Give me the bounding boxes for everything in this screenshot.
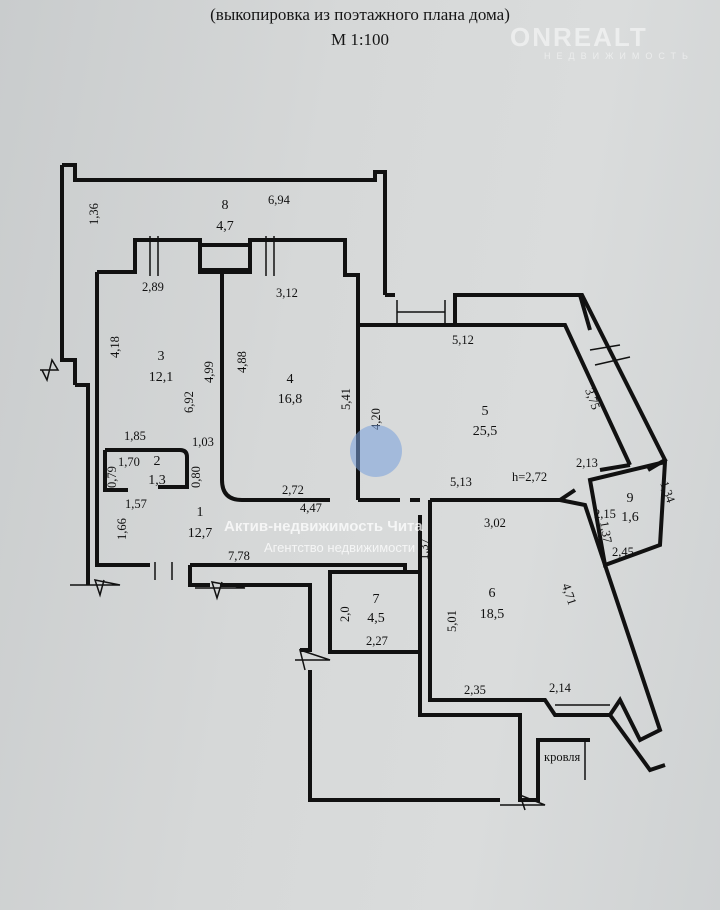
room-7-number: 7 bbox=[373, 592, 380, 607]
room-8-number: 8 bbox=[222, 198, 229, 213]
plan-subtitle: (выкопировка из поэтажного плана дома) bbox=[210, 5, 510, 24]
room-3-area: 12,1 bbox=[149, 370, 174, 385]
dim: 1,37 bbox=[597, 520, 615, 544]
dim: 2,72 bbox=[282, 483, 304, 497]
dim: 2,89 bbox=[142, 280, 164, 294]
watermark-sub: НЕДВИЖИМОСТЬ bbox=[544, 51, 694, 61]
break-lines bbox=[40, 358, 586, 811]
dim: 6,94 bbox=[268, 193, 291, 207]
dim: 4,18 bbox=[108, 336, 122, 358]
room-5-number: 5 bbox=[482, 404, 489, 419]
roof-label: кровля bbox=[544, 750, 581, 764]
dim: 5,41 bbox=[339, 388, 353, 410]
dim: 0,79 bbox=[105, 466, 119, 488]
dim: 1,03 bbox=[192, 435, 214, 449]
room-4-number: 4 bbox=[287, 372, 294, 387]
walls bbox=[60, 163, 668, 802]
dim: 2,13 bbox=[576, 456, 598, 470]
room-2-number: 2 bbox=[154, 454, 161, 469]
touch-indicator bbox=[350, 425, 402, 477]
dim: 1,57 bbox=[125, 497, 147, 511]
dim: 4,20 bbox=[369, 408, 383, 430]
dim: 6,92 bbox=[182, 391, 196, 413]
room-3-number: 3 bbox=[158, 349, 165, 364]
dim: 3,12 bbox=[276, 286, 298, 300]
dim: 2,45 bbox=[612, 545, 634, 559]
dim: 4,99 bbox=[202, 361, 216, 383]
watermark-brand: ONREALT bbox=[510, 22, 648, 52]
room-9-area: 1,6 bbox=[621, 510, 639, 525]
windows bbox=[149, 236, 631, 706]
dim: 5,12 bbox=[452, 333, 474, 347]
dim: 0,80 bbox=[189, 466, 203, 488]
dim: 2,35 bbox=[464, 683, 486, 697]
dimension-labels: 1,36 6,94 2,89 3,12 4,18 6,92 4,99 4,88 … bbox=[87, 193, 678, 764]
agency-tagline: Агентство недвижимости bbox=[264, 540, 415, 555]
room-1-area: 12,7 bbox=[188, 526, 213, 541]
dim: 1,70 bbox=[118, 455, 140, 469]
room-5-area: 25,5 bbox=[473, 424, 498, 439]
room-7-area: 4,5 bbox=[367, 611, 385, 626]
room-9-number: 9 bbox=[627, 491, 634, 506]
dim: 4,71 bbox=[559, 582, 579, 607]
dim: 1,85 bbox=[124, 429, 146, 443]
dim: 2,27 bbox=[366, 634, 388, 648]
room-4-area: 16,8 bbox=[278, 392, 303, 407]
dim: 2,15 bbox=[594, 507, 616, 521]
dim: 1,37 bbox=[417, 538, 431, 560]
dim: 1,66 bbox=[115, 518, 129, 540]
room-1-number: 1 bbox=[197, 505, 204, 520]
plan-scale: М 1:100 bbox=[330, 30, 390, 49]
dim: 2,14 bbox=[549, 681, 572, 695]
agency-watermark: Актив-недвижимость Чита bbox=[224, 518, 423, 535]
room-8-area: 4,7 bbox=[216, 219, 234, 234]
dim: 5,01 bbox=[445, 610, 459, 632]
dim: 4,88 bbox=[235, 351, 249, 373]
room-labels: 3 12,1 4 16,8 5 25,5 1 12,7 2 1,3 6 18,5… bbox=[148, 198, 639, 626]
dim: 1,36 bbox=[87, 203, 101, 225]
ceiling-height: h=2,72 bbox=[512, 470, 547, 484]
dim: 3,75 bbox=[582, 386, 603, 411]
room-6-number: 6 bbox=[489, 586, 496, 601]
dim: 1,34 bbox=[657, 479, 678, 505]
dim: 4,47 bbox=[300, 501, 322, 515]
dim: 2,0 bbox=[338, 606, 352, 622]
room-6-area: 18,5 bbox=[480, 607, 505, 622]
dim: 5,13 bbox=[450, 475, 472, 489]
room-2-area: 1,3 bbox=[148, 473, 166, 488]
dim: 7,78 bbox=[228, 549, 250, 563]
dim: 3,02 bbox=[484, 516, 506, 530]
